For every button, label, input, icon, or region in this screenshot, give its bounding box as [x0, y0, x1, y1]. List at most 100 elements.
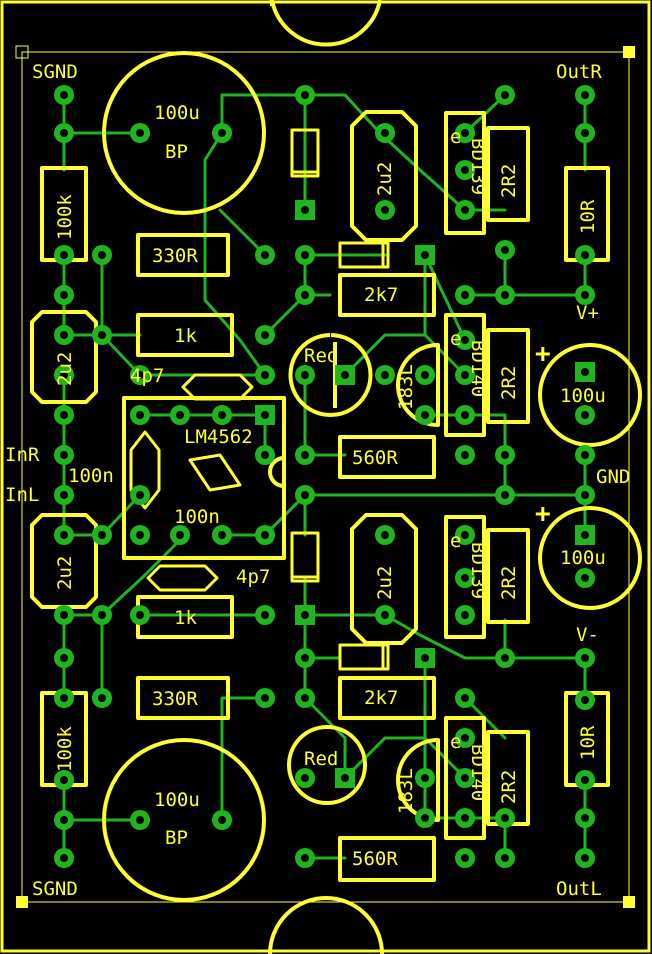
component-label: 2R2 [498, 566, 520, 600]
component-label: 2u2 [54, 556, 76, 590]
pad-hole [501, 654, 509, 662]
pad-hole [581, 776, 589, 784]
pad-hole [501, 491, 509, 499]
pad-hole [501, 91, 509, 99]
component-label: Red [304, 748, 338, 770]
component-label: BP [165, 827, 188, 849]
pad-hole [381, 531, 389, 539]
pad-hole [301, 694, 309, 702]
pad-hole [98, 611, 106, 619]
component-label: 330R [152, 245, 198, 267]
pad-hole [176, 531, 184, 539]
pad-hole [218, 129, 226, 137]
inner-outline [21, 51, 630, 903]
pad-hole [301, 251, 309, 259]
cap-bp-top-outline [102, 51, 266, 215]
pad-hole [461, 854, 469, 862]
component-label: 100u [154, 789, 200, 811]
pad-hole [461, 694, 469, 702]
label-outr: OutR [556, 61, 602, 83]
component-label: 560R [352, 447, 398, 469]
pad-hole [461, 411, 469, 419]
pad-hole [60, 611, 68, 619]
pad-hole [581, 91, 589, 99]
pad-hole [501, 246, 509, 254]
pad-hole [461, 611, 469, 619]
pad-hole [301, 654, 309, 662]
label-vplus: V+ [576, 302, 599, 324]
component-label: 330R [152, 688, 198, 710]
pad-hole [421, 411, 429, 419]
component-label: 100n [68, 465, 114, 487]
pad-hole [301, 854, 309, 862]
pad-hole [60, 451, 68, 459]
pad-hole [261, 371, 269, 379]
plus-bottom: + [535, 499, 551, 529]
component-label: BP [165, 141, 188, 163]
pad-hole [421, 654, 429, 662]
component-label: 100k [54, 726, 76, 772]
corner-mark [15, 45, 29, 59]
pad-hole [461, 129, 469, 137]
pad-hole [136, 129, 144, 137]
pad-hole [60, 816, 68, 824]
pad-hole [261, 531, 269, 539]
pad-hole [136, 411, 144, 419]
pad-hole [581, 531, 589, 539]
pad-hole [501, 814, 509, 822]
pad-hole [98, 531, 106, 539]
pad-hole [218, 531, 226, 539]
pad-hole [581, 696, 589, 704]
label-ic: LM4562 [184, 426, 253, 448]
pad-hole [261, 331, 269, 339]
pad-hole [98, 694, 106, 702]
pad-hole [60, 291, 68, 299]
pad-hole [461, 774, 469, 782]
pad-hole [60, 129, 68, 137]
component-label: e [450, 328, 461, 350]
pad-hole [461, 166, 469, 174]
component-label: 100u [560, 547, 606, 569]
label-sgnd-bottom: SGND [32, 878, 78, 900]
pad-hole [301, 611, 309, 619]
pad-hole [218, 411, 226, 419]
pad-hole [461, 814, 469, 822]
pad-hole [581, 574, 589, 582]
component-label: BD139 [467, 542, 489, 599]
pad-hole [581, 251, 589, 259]
component-label: 10R [577, 725, 599, 760]
pad-hole [301, 291, 309, 299]
pad-hole [301, 491, 309, 499]
pad-hole [581, 291, 589, 299]
component-label: e [450, 126, 461, 148]
pad-hole [581, 368, 589, 376]
mounting-hole-top [270, 0, 382, 47]
pad-hole [581, 854, 589, 862]
component-label: BD139 [467, 138, 489, 195]
component-label: 2R2 [498, 770, 520, 804]
pads [54, 85, 595, 868]
pad-hole [60, 251, 68, 259]
component-label: BD140 [467, 340, 489, 397]
pad-hole [461, 451, 469, 459]
label-vminus: V- [576, 624, 599, 646]
component-label: Red [304, 345, 338, 367]
pad-hole [136, 611, 144, 619]
pad-hole [381, 206, 389, 214]
pad-hole [581, 411, 589, 419]
component-label: 183L [395, 364, 417, 410]
pad-hole [461, 336, 469, 344]
pad-hole [421, 371, 429, 379]
pad-hole [581, 451, 589, 459]
pad-hole [341, 774, 349, 782]
pad-hole [136, 531, 144, 539]
pad-hole [60, 411, 68, 419]
pad-hole [60, 776, 68, 784]
component-label: 2u2 [374, 566, 396, 600]
pad-hole [98, 331, 106, 339]
pad-hole [421, 251, 429, 259]
component-label: e [450, 731, 461, 753]
corner-pad [623, 896, 635, 908]
component-label: 100n [174, 506, 220, 528]
